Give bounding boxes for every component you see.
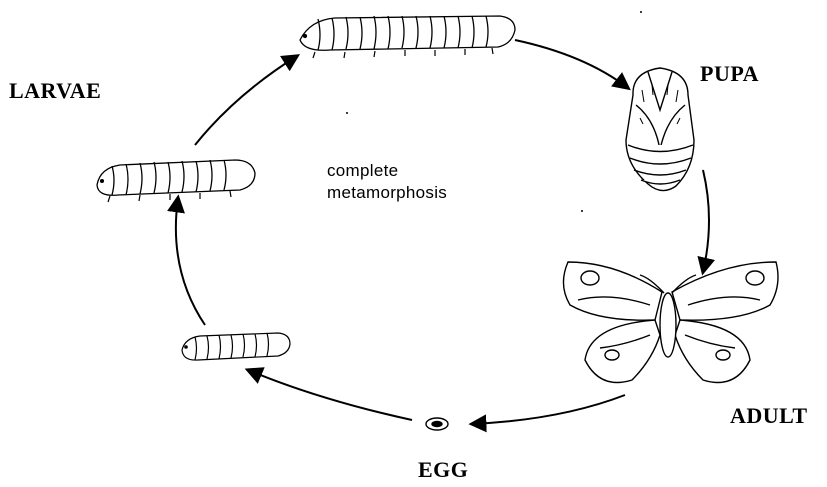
label-adult: ADULT: [730, 403, 808, 429]
label-egg: EGG: [418, 457, 468, 483]
arrow-adult-to-egg: [472, 395, 625, 424]
label-larvae: LARVAE: [9, 78, 101, 104]
arrow-larva-small-to-larva-medium: [176, 198, 205, 325]
label-pupa: PUPA: [700, 61, 759, 87]
adult-moth-illustration: [563, 262, 778, 383]
arrow-egg-to-larva-small: [248, 370, 412, 420]
arrow-larva-large-to-pupa: [515, 40, 628, 88]
arrow-larva-medium-to-larva-large: [195, 56, 297, 145]
center-caption: complete metamorphosis: [327, 160, 447, 204]
arrow-pupa-to-adult: [703, 170, 709, 272]
pupa-illustration: [626, 68, 694, 191]
center-caption-line2: metamorphosis: [327, 182, 447, 204]
egg-illustration: [426, 418, 448, 430]
center-caption-line1: complete: [327, 160, 447, 182]
larva-small-illustration: [182, 333, 290, 360]
larva-medium-illustration: [97, 160, 255, 202]
larva-large-illustration: [300, 16, 515, 58]
